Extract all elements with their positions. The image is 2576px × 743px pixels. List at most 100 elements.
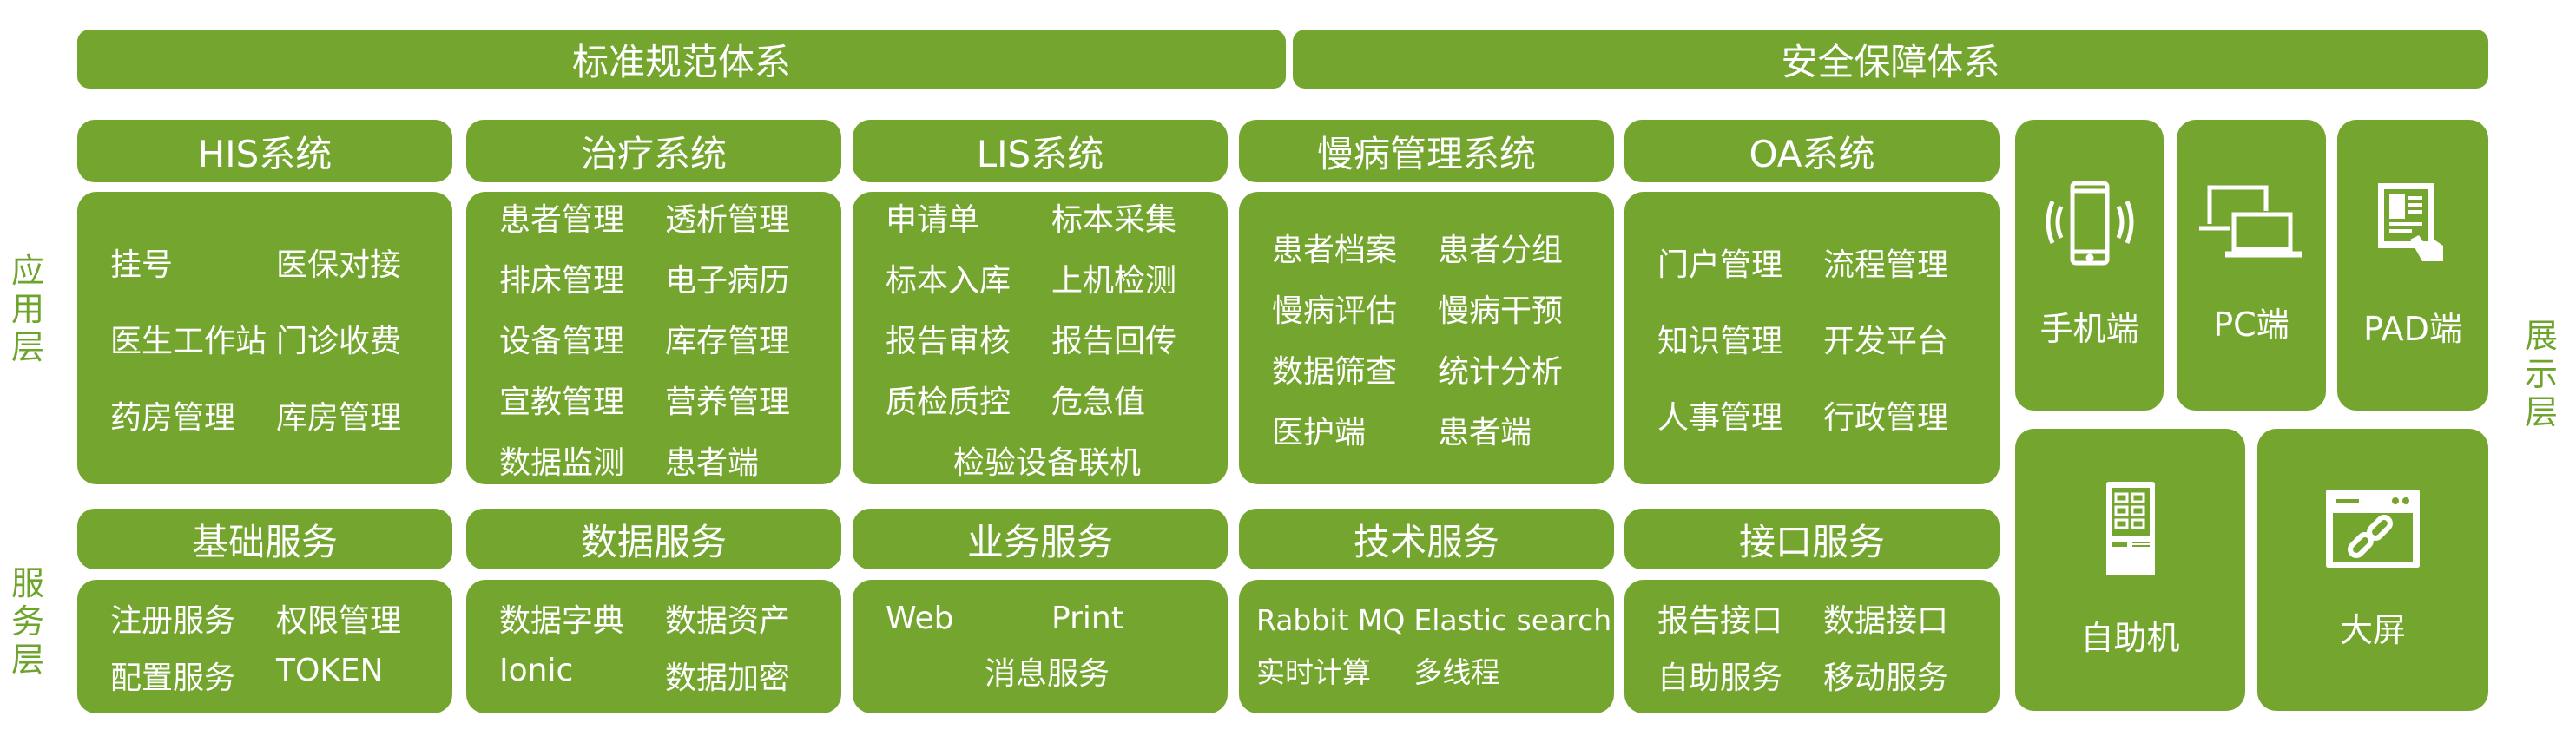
module-item: 消息服务 — [984, 655, 1110, 692]
module-item: 注册服务 — [110, 603, 236, 639]
terminal-label: PC端 — [2213, 306, 2289, 344]
app-system-header: LIS系统 — [853, 120, 1228, 182]
module-item: 危急值 — [1051, 384, 1146, 420]
app-system-title: OA系统 — [1749, 132, 1875, 175]
module-item: 开发平台 — [1823, 323, 1949, 359]
app-system-title: LIS系统 — [976, 132, 1104, 175]
module-item: 患者分组 — [1438, 232, 1564, 268]
terminal-bigscreen: 大屏 — [2257, 429, 2488, 711]
module-item: 透析管理 — [665, 201, 791, 238]
module-item: 电子病历 — [665, 262, 791, 299]
module-item: 营养管理 — [665, 384, 791, 420]
terminal-pc: PC端 — [2177, 120, 2326, 411]
module-item: 数据加密 — [665, 661, 791, 696]
app-system-title: 治疗系统 — [580, 132, 727, 175]
module-item: 数据资产 — [665, 603, 791, 639]
module-item: Rabbit MQ — [1256, 602, 1406, 637]
module-item: 医保对接 — [276, 247, 402, 283]
app-system-body: 门户管理 流程管理知识管理 开发平台人事管理 行政管理 — [1624, 192, 2000, 484]
service-title: 业务服务 — [966, 520, 1113, 563]
app-system-title: HIS系统 — [197, 132, 333, 175]
app-system-body: 挂号 医保对接医生工作站门诊收费药房管理 库房管理 — [77, 192, 452, 484]
module-item: 挂号 — [110, 247, 174, 283]
module-item: 质检质控 — [886, 384, 1011, 420]
module-item: 流程管理 — [1823, 247, 1949, 283]
browser-link-icon — [2326, 490, 2420, 568]
module-item: 患者档案 — [1272, 232, 1398, 268]
tablet-touch-icon — [2378, 183, 2443, 261]
module-item: 数据字典 — [499, 603, 625, 639]
service-title: 基础服务 — [191, 520, 338, 563]
app-system-body: 患者档案患者分组慢病评估慢病干预数据筛查统计分析医护端患者端 — [1239, 192, 1614, 484]
terminal-label: 大屏 — [2339, 611, 2406, 649]
service-body: 报告接口数据接口自助服务移动服务 — [1624, 580, 2000, 713]
module-item: 慢病干预 — [1438, 293, 1564, 329]
app-system-header: 治疗系统 — [466, 120, 841, 182]
module-item: 权限管理 — [276, 603, 402, 639]
service-body: Web Print 消息服务 — [853, 580, 1228, 713]
app-system-body: 患者管理透析管理排床管理电子病历设备管理库存管理宣教管理营养管理数据监测患者端 — [466, 192, 841, 484]
module-item: 标本采集 — [1051, 201, 1177, 238]
display-layer-label: 展示层 — [2524, 317, 2558, 431]
service-layer-label: 服务层 — [10, 564, 44, 679]
module-item: 人事管理 — [1657, 399, 1783, 436]
module-item: 库房管理 — [276, 399, 402, 436]
module-item: 报告回传 — [1051, 323, 1177, 359]
module-item: Ionic — [499, 653, 574, 688]
module-item: 上机检测 — [1051, 262, 1177, 299]
module-item: 实时计算 — [1256, 654, 1371, 689]
app-system-header: OA系统 — [1624, 120, 2000, 182]
terminal-mobile: 手机端 — [2015, 120, 2164, 411]
module-item: 多线程 — [1413, 654, 1500, 689]
terminal-label: 自助机 — [2080, 619, 2180, 657]
module-item: 配置服务 — [110, 661, 236, 696]
service-header: 基础服务 — [77, 509, 452, 569]
terminal-pad: PAD端 — [2337, 120, 2488, 411]
module-item: Elastic search — [1413, 602, 1612, 637]
service-title: 技术服务 — [1353, 520, 1499, 563]
service-header: 接口服务 — [1624, 509, 2000, 569]
module-item: 申请单 — [886, 201, 980, 238]
module-item: 数据筛查 — [1272, 353, 1398, 390]
module-item: 患者管理 — [499, 201, 625, 238]
service-body: 注册服务 权限管理配置服务 TOKEN — [77, 580, 452, 713]
kiosk-icon — [2105, 482, 2155, 575]
terminal-kiosk: 自助机 — [2015, 429, 2245, 711]
service-header: 数据服务 — [466, 509, 841, 569]
module-item: 设备管理 — [499, 323, 625, 359]
service-body: 数据字典 数据资产 Ionic 数据加密 — [466, 580, 841, 713]
module-item: 医护端 — [1272, 414, 1367, 450]
security-label: 安全保障体系 — [1781, 40, 2000, 83]
module-item: 报告审核 — [886, 323, 1011, 359]
module-item: 报告接口 — [1657, 603, 1783, 639]
module-item: 患者端 — [1438, 414, 1532, 450]
standards-bar: 标准规范体系 — [77, 30, 1286, 89]
module-item: 数据监测 — [499, 444, 625, 481]
mobile-phone-icon — [2046, 181, 2133, 266]
module-item: 药房管理 — [110, 399, 236, 436]
service-title: 数据服务 — [580, 520, 727, 563]
app-system-body: 申请单 标本采集标本入库 上机检测报告审核 报告回传质检质控 危急值检验设备联机 — [853, 192, 1228, 484]
terminal-label: 手机端 — [2039, 310, 2139, 348]
module-item: 行政管理 — [1823, 399, 1949, 436]
app-layer-label: 应用层 — [10, 252, 44, 366]
module-item: 标本入库 — [886, 262, 1011, 299]
desktop-laptop-icon — [2199, 185, 2302, 258]
module-item: TOKEN — [276, 653, 384, 688]
module-item: 统计分析 — [1438, 353, 1564, 390]
module-item: Web — [886, 600, 954, 636]
standards-label: 标准规范体系 — [571, 40, 791, 83]
module-item: 移动服务 — [1823, 661, 1949, 696]
module-item: 门户管理 — [1657, 247, 1783, 283]
module-item: 库存管理 — [665, 323, 791, 359]
app-system-title: 慢病管理系统 — [1316, 132, 1536, 175]
terminal-label: PAD端 — [2363, 310, 2462, 348]
module-item: 知识管理 — [1657, 323, 1783, 359]
module-item: Print — [1051, 600, 1123, 636]
security-bar: 安全保障体系 — [1293, 30, 2488, 89]
module-item: 自助服务 — [1657, 661, 1783, 696]
module-item: 医生工作站 — [110, 323, 267, 359]
module-item: 检验设备联机 — [952, 444, 1141, 481]
module-item: 门诊收费 — [276, 323, 402, 359]
